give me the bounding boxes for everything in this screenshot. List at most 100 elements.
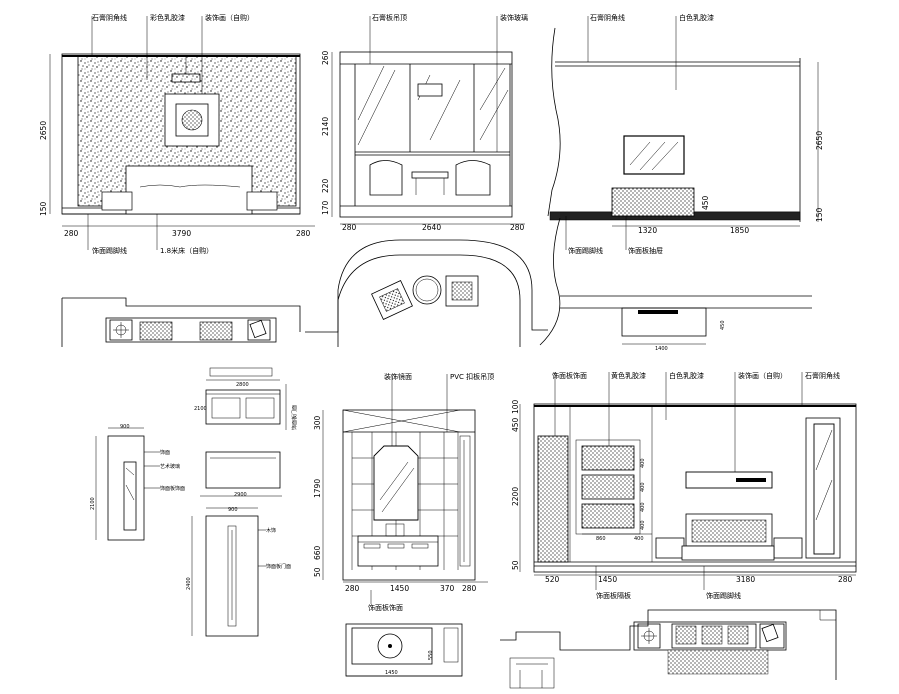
dim-b-low: 220 <box>321 178 330 193</box>
label-c-drawer: 饰面板抽屉 <box>628 246 663 255</box>
label-d-panel: 饰面板隔板 <box>596 591 631 600</box>
elevation-d: 饰面板饰面 黄色乳胶漆 白色乳胶漆 装饰画（自购） 石膏阴角线 饰面板隔板 饰面… <box>500 371 857 689</box>
nightstand-d-left <box>655 537 685 559</box>
armchair-plan-right <box>445 275 479 307</box>
dim-d-w2: 3180 <box>736 575 755 584</box>
detail-note-6: 饰面板门面 <box>266 563 291 570</box>
tv-cabinet-plan <box>621 307 707 337</box>
detail-note-2: 饰面 <box>160 449 170 456</box>
dim-bath-w: 1450 <box>390 584 409 593</box>
dim-b-mid: 2140 <box>321 117 330 136</box>
label-c-white-latex: 白色乳胶漆 <box>679 13 714 22</box>
label-bath-board: 饰面板饰面 <box>368 603 403 612</box>
board-finish-panel <box>537 435 569 563</box>
dim-bath-mid: 1790 <box>313 479 322 498</box>
dim-d-p4: 400 <box>640 520 646 530</box>
dim-c-plan-w: 1400 <box>655 346 668 352</box>
dim-d-mid: 2200 <box>511 487 520 506</box>
dim-a-base: 150 <box>39 201 48 216</box>
tv-screen <box>623 135 685 175</box>
elevation-c: 石膏阴角线 白色乳胶漆 饰面踢脚线 饰面板抽屉 2650 150 450 132… <box>539 13 824 352</box>
dim-d-w1: 1450 <box>598 575 617 584</box>
bathroom-vanity <box>357 535 439 567</box>
dim-d-top2: 100 <box>511 399 520 414</box>
dim-b-right: 280 <box>510 223 525 232</box>
detail-dim-1: 2800 <box>236 382 249 388</box>
dim-d-left: 520 <box>545 575 560 584</box>
detail-note-3: 艺术玻璃 <box>160 463 180 470</box>
dim-d-frame: 860 <box>596 536 606 542</box>
dim-bath-plan-d: 550 <box>428 650 434 660</box>
chair-left <box>369 160 403 196</box>
label-decor-baseboard: 饰面踢脚线 <box>92 246 127 255</box>
dim-c-base: 150 <box>815 207 824 222</box>
dim-d-p3: 400 <box>640 502 646 512</box>
tv-cabinet <box>611 187 695 217</box>
label-d-painting: 装饰画（自购） <box>738 371 787 380</box>
label-decor-painting: 装饰画（自购） <box>205 13 254 22</box>
dim-d-base: 50 <box>511 560 520 570</box>
plan-bedroom-strip <box>61 297 301 347</box>
dim-b-base: 170 <box>321 200 330 215</box>
dim-d-gap: 400 <box>634 536 644 542</box>
label-bed: 1.8米床（自购） <box>160 246 213 255</box>
detail-dim-4: 900 <box>120 424 130 430</box>
dim-d-right: 280 <box>838 575 853 584</box>
label-stone-corner: 石膏阴角线 <box>92 13 127 22</box>
label-d-white: 白色乳胶漆 <box>669 371 704 380</box>
bathroom-mirror <box>373 445 419 521</box>
label-d-board: 饰面板饰面 <box>552 371 587 380</box>
dim-bath-top: 300 <box>313 415 322 430</box>
nightstand-d-right <box>773 537 803 559</box>
label-decor-glass: 装饰玻璃 <box>500 13 528 22</box>
dim-bath-right: 280 <box>462 584 477 593</box>
dim-d-p2: 400 <box>640 482 646 492</box>
elevation-b-frame <box>339 51 513 218</box>
bed <box>125 165 253 215</box>
dim-a-right: 280 <box>296 229 311 238</box>
elevation-a: 石膏阴角线 彩色乳胶漆 装饰画（自购） 饰面踢脚线 1.8米床（自购） 2650… <box>39 13 315 255</box>
dim-d-top: 450 <box>511 417 520 432</box>
elevation-d-frame <box>533 403 857 573</box>
elevation-bathroom: 装饰镜面 PVC 扣板吊顶 饰面板饰面 300 1790 660 50 280 … <box>313 372 494 677</box>
label-d-baseboard: 饰面踢脚线 <box>706 591 741 600</box>
label-bath-pvc: PVC 扣板吊顶 <box>450 372 494 381</box>
chair-right <box>455 160 491 196</box>
yellow-frame-1 <box>581 445 635 471</box>
label-bath-mirror: 装饰镜面 <box>384 372 412 381</box>
detail-note-4: 饰面板饰面 <box>160 485 185 492</box>
dim-a-left: 280 <box>64 229 79 238</box>
label-color-latex: 彩色乳胶漆 <box>150 13 185 22</box>
dim-d-p1: 400 <box>640 458 646 468</box>
dim-bath-side: 370 <box>440 584 455 593</box>
label-c-stone-corner: 石膏阴角线 <box>590 13 625 22</box>
label-stone-ceiling: 石膏板吊顶 <box>372 13 407 22</box>
yellow-frame-3 <box>581 503 635 529</box>
dim-a-height: 2650 <box>39 121 48 140</box>
nightstand-right <box>246 191 278 211</box>
elevation-b: 石膏板吊顶 装饰玻璃 260 2140 220 170 280 2640 280 <box>321 13 528 232</box>
label-c-baseboard: 饰面踢脚线 <box>568 246 603 255</box>
detail-dim-5: 2100 <box>90 497 96 510</box>
armchair-plan-left <box>371 280 413 320</box>
dim-c-height: 2650 <box>815 131 824 150</box>
dim-bath-base: 50 <box>313 567 322 577</box>
detail-dim-2: 2100 <box>194 406 207 412</box>
detail-dim-3: 2900 <box>234 492 247 498</box>
yellow-frame-2 <box>581 474 635 500</box>
round-table-plan <box>412 275 442 305</box>
detail-drawings: 2800 饰面板门面 2100 2900 900 2100 饰面 艺术玻璃 饰面… <box>90 367 298 637</box>
detail-note-5: 木饰 <box>266 527 276 534</box>
dim-bath-left: 280 <box>345 584 360 593</box>
detail-note-1: 饰面板门面 <box>291 405 298 430</box>
bathroom-frame <box>342 409 476 581</box>
dim-c-w1: 1320 <box>638 226 657 235</box>
tea-table <box>411 171 449 179</box>
label-d-yellow: 黄色乳胶漆 <box>611 371 646 380</box>
detail-dim-7: 2400 <box>186 577 192 590</box>
basin-plan <box>377 633 403 659</box>
plan-bay-window <box>305 239 548 347</box>
decor-painting-d <box>685 471 773 489</box>
dim-b-width: 2640 <box>422 223 441 232</box>
